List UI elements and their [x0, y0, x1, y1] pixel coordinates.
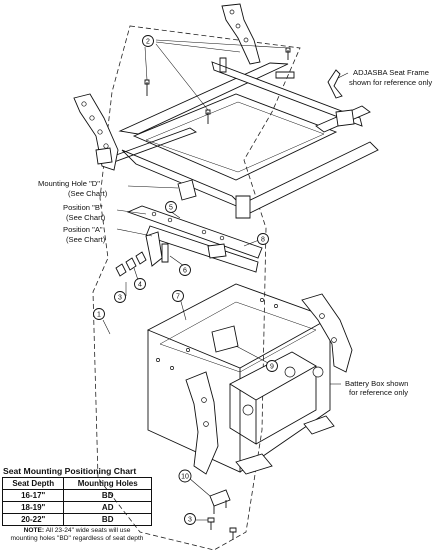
callout-battery-box: Battery Box shown for reference only [345, 379, 408, 397]
note-text-line1: All 23-24" wide seats will use [45, 527, 131, 534]
callout-mounting-hole-d: Mounting Hole "D" (See Chart) [38, 179, 108, 198]
callout-position-a-line2: (See Chart) [66, 235, 106, 244]
table-row: 20-22" BD [1, 513, 152, 526]
note-label: NOTE: [23, 527, 45, 534]
item-number-8-text: 8 [261, 237, 265, 244]
cell-seat-depth: 18-19" [1, 501, 65, 514]
cell-mounting-holes: BD [63, 489, 152, 502]
callout-mounting-hole-line1: Mounting Hole "D" [38, 179, 100, 188]
callout-position-b: Position "B" (See Chart) [63, 203, 106, 222]
item-number-8: 8 [257, 233, 269, 245]
dashed-assembly-outline [92, 25, 301, 551]
callout-battery-box-line1: Battery Box shown [345, 379, 408, 388]
item-number-10: 10 [178, 469, 192, 483]
callout-position-b-line1: Position "B" [63, 203, 103, 212]
cell-mounting-holes: AD [63, 501, 152, 514]
callout-position-b-line2: (See Chart) [66, 213, 106, 222]
item-number-7: 7 [172, 290, 184, 302]
item-number-9-text: 9 [270, 364, 274, 371]
item-number-5: 5 [165, 201, 177, 213]
cell-seat-depth: 20-22" [1, 513, 65, 526]
chart-table: Seat Depth Mounting Holes 16-17" BD 18-1… [1, 477, 152, 526]
seat-frame [73, 3, 379, 219]
callout-position-a-line1: Position "A" [63, 225, 103, 234]
chart-header-row: Seat Depth Mounting Holes [1, 477, 152, 490]
table-row: 16-17" BD [1, 489, 152, 502]
item-number-6-text: 6 [183, 268, 187, 275]
leader-lines [102, 39, 349, 521]
item-number-6: 6 [179, 264, 191, 276]
item-number-2-text: 2 [146, 39, 150, 46]
callout-battery-box-line2: for reference only [349, 388, 408, 397]
cell-seat-depth: 16-17" [1, 489, 65, 502]
chart-note: NOTE: All 23-24" wide seats will use mou… [2, 527, 152, 544]
item-number-4: 4 [134, 278, 146, 290]
item-number-5-text: 5 [169, 205, 173, 212]
item-number-9: 9 [266, 360, 278, 372]
item-number-2: 2 [142, 35, 154, 47]
item-number-3-upper: 3 [114, 291, 126, 303]
item-number-10-text: 10 [181, 474, 189, 481]
note-text-line2: mounting holes "BD" regardless of seat d… [10, 535, 144, 543]
callout-adjasba-frame: ADJASBA Seat Frame shown for reference o… [349, 68, 432, 87]
item-number-7-text: 7 [176, 294, 180, 301]
item-number-1: 1 [93, 308, 105, 320]
seat-mounting-chart: Seat Mounting Positioning Chart Seat Dep… [1, 466, 154, 544]
table-row: 18-19" AD [1, 501, 152, 514]
item-number-3-upper-text: 3 [118, 295, 122, 302]
callout-position-a: Position "A" (See Chart) [63, 225, 106, 244]
item-number-4-text: 4 [138, 282, 142, 289]
callout-mounting-hole-line2: (See Chart) [68, 189, 108, 198]
mounting-plate [115, 205, 263, 277]
item-number-1-text: 1 [97, 312, 101, 319]
chart-title: Seat Mounting Positioning Chart [3, 466, 137, 476]
header-mounting-holes: Mounting Holes [63, 477, 152, 490]
cell-mounting-holes: BD [63, 513, 152, 526]
item-number-3-lower-text: 3 [188, 517, 192, 524]
base-frame [146, 283, 353, 540]
callout-adjasba-line1: ADJASBA Seat Frame [353, 68, 429, 77]
item-number-3-lower: 3 [184, 513, 196, 525]
header-seat-depth: Seat Depth [1, 477, 65, 490]
callout-adjasba-line2: shown for reference only [349, 78, 432, 87]
